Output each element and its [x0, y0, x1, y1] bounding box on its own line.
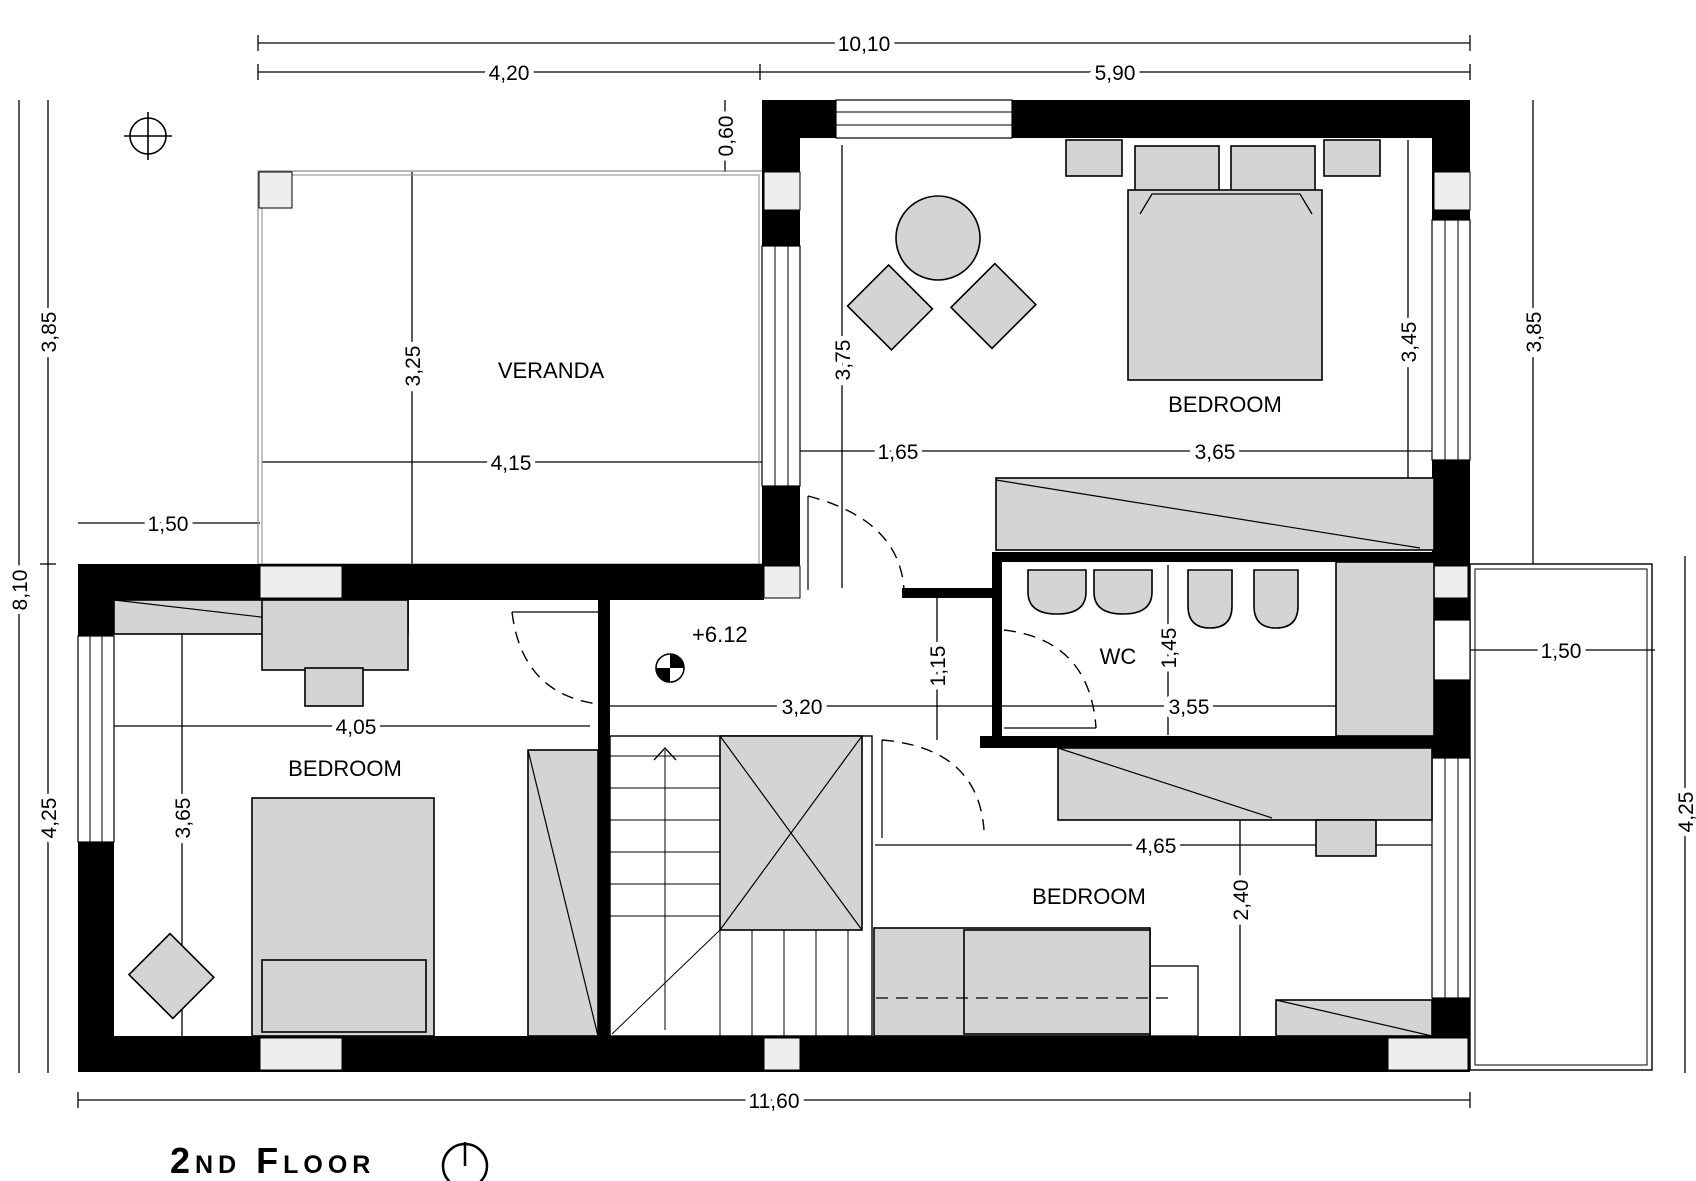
windows: [77, 99, 1471, 999]
dim-veranda-depth: 3,25: [402, 346, 425, 387]
dim-overall-bottom: 11,60: [749, 1090, 800, 1113]
compass-icon: [441, 1142, 489, 1181]
dim-master-depth-right: 3,45: [1398, 322, 1421, 363]
room-label-right-bedroom: BEDROOM: [1032, 884, 1146, 909]
dim-master-left: 1,65: [878, 441, 919, 464]
wc-fixtures: [1003, 561, 1435, 737]
room-label-master-bedroom: BEDROOM: [1168, 392, 1282, 417]
level-label: +6.12: [692, 622, 748, 647]
dim-top-right: 5,90: [1095, 62, 1136, 85]
room-label-veranda: VERANDA: [498, 358, 605, 383]
north-marker-icon: [124, 112, 172, 160]
drawing-title: 2nd Floor: [170, 1140, 375, 1181]
dim-left-bedroom-depth: 3,65: [172, 798, 195, 839]
room-labels: VERANDA BEDROOM BEDROOM BEDROOM WC +6.12: [288, 358, 1282, 909]
dim-master-depth: 3,75: [832, 340, 855, 381]
dim-left-offset: 1,50: [148, 513, 189, 536]
dim-left-bedroom-width: 4,05: [336, 716, 377, 739]
dim-veranda-width: 4,15: [491, 452, 532, 475]
right-bedroom-furniture: [873, 739, 1433, 1037]
level-marker-icon: [655, 653, 685, 683]
dim-balcony-width: 1,50: [1541, 640, 1582, 663]
dim-hall-width: 3,20: [782, 696, 823, 719]
dim-left-total: 8,10: [9, 570, 32, 611]
left-bedroom-furniture: [113, 599, 599, 1037]
dim-right-bedroom-depth: 2,40: [1230, 880, 1253, 921]
dim-hall-depth: 1,15: [927, 646, 950, 687]
room-label-wc: WC: [1100, 644, 1137, 669]
dim-master-right: 3,65: [1195, 441, 1236, 464]
master-bedroom-furniture: [807, 139, 1435, 591]
dim-wc-width: 3,55: [1169, 696, 1210, 719]
dim-left-upper: 3,85: [38, 312, 61, 353]
stairs: [609, 735, 873, 1037]
dim-veranda-setback: 0,60: [715, 116, 738, 157]
dim-right-upper: 3,85: [1523, 312, 1546, 353]
dim-left-lower: 4,25: [38, 798, 61, 839]
room-label-left-bedroom: BEDROOM: [288, 756, 402, 781]
columns: [259, 171, 1471, 1071]
dim-overall-top: 10,10: [838, 33, 891, 56]
dim-right-lower: 4,25: [1675, 792, 1696, 833]
dim-right-bedroom-width: 4,65: [1136, 835, 1177, 858]
dim-wc-depth: 1,45: [1158, 628, 1181, 669]
dim-top-left: 4,20: [489, 62, 530, 85]
dimension-labels: 10,10 4,20 5,90 11,60 3,85 8,10 4,25 3,8…: [4, 28, 1696, 1118]
